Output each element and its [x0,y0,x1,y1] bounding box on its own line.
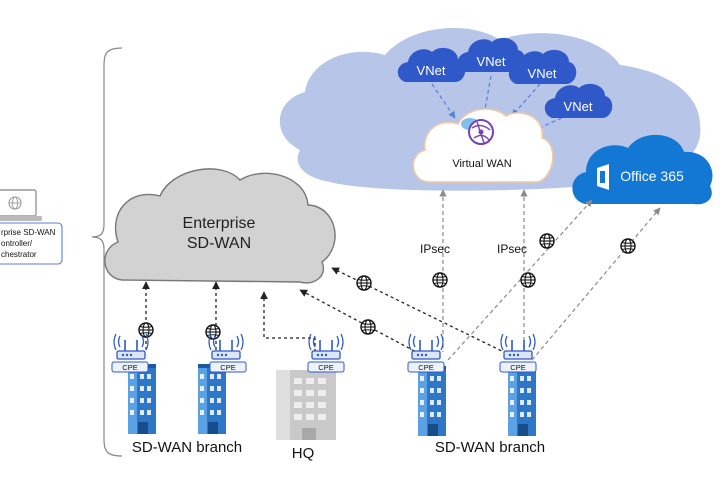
building-icon [198,364,226,434]
vnet-label: VNet [564,99,593,114]
controller-line1: rprise SD-WAN [1,228,56,237]
controller-line2: ontroller/ [1,239,33,248]
globe-icon [432,272,448,288]
vnet-label: VNet [477,54,506,69]
globe-icon [520,272,536,288]
router-icon [113,333,149,360]
globe-icon [360,319,376,335]
scope-bracket [91,47,123,457]
office-logo-icon [597,164,609,190]
cpe-label: CPE [510,363,525,372]
controller-line3: chestrator [1,250,37,259]
hq-label: HQ [292,445,315,462]
globe-icon [205,324,221,340]
virtual-wan-label: Virtual WAN [452,158,511,170]
enterprise-sd-wan-cloud: Enterprise SD-WAN [104,168,336,284]
cpe-label: CPE [418,363,433,372]
sd-wan-branch-label-left: SD-WAN branch [132,439,242,456]
vnet-label: VNet [528,66,557,81]
ipsec-label-right: IPsec [497,242,527,256]
sd-wan-label: SD-WAN [187,235,251,252]
office365-label: Office 365 [620,168,684,184]
cpe-label: CPE [122,363,137,372]
virtual-wan-hub-icon [461,118,494,145]
virtual-wan-cloud: Virtual WAN [412,108,554,183]
branch-site-right-1: CPE [407,333,446,436]
vnet-cloud: VNet [544,83,613,118]
sd-wan-links [142,267,513,357]
hq-site: CPE [276,333,345,440]
building-icon [418,366,446,436]
branch-site-right-2: CPE [499,333,537,436]
branch-site-left-2: CPE [198,333,247,434]
globe-icon [620,238,636,254]
enterprise-label: Enterprise [183,215,256,232]
cpe-label: CPE [318,363,333,372]
router-icon [500,333,536,360]
router-icon [308,333,344,360]
vnet-cloud: VNet [457,37,526,72]
building-icon [508,366,536,436]
branch-site-left-1: CPE [111,333,156,434]
ipsec-links [439,189,661,361]
controller-orchestrator: rprise SD-WAN ontroller/ chestrator [0,189,63,265]
sd-wan-branch-label-right: SD-WAN branch [435,439,545,456]
globe-icon [356,275,372,291]
ipsec-label-left: IPsec [420,242,450,256]
router-icon [208,333,244,360]
vnet-cloud: VNet [508,49,577,84]
vnet-cloud: VNet [397,47,466,82]
office365-cloud: Office 365 [572,134,713,205]
vnet-label: VNet [417,63,446,78]
laptop-icon [0,189,42,221]
globe-icon [539,233,555,249]
cpe-label: CPE [220,363,235,372]
router-icon [408,333,444,360]
building-icon [128,364,156,434]
building-icon [276,370,336,440]
